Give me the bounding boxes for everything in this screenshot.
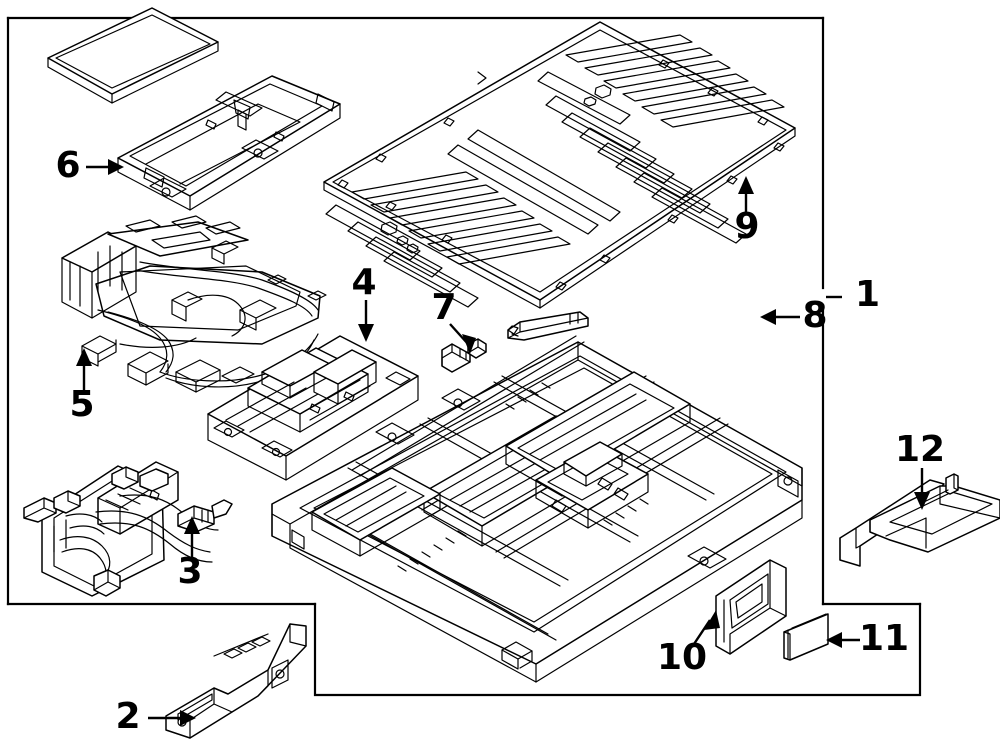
- callout-label-5: 5: [69, 384, 94, 425]
- callout-label-11: 11: [859, 618, 909, 659]
- callout-labels: 1 2 3 4 5 6 7 8 9 10 11 12: [55, 145, 945, 737]
- arrowhead-11: [826, 632, 842, 648]
- callout-label-1: 1: [855, 274, 880, 315]
- filter-element: [783, 613, 829, 661]
- callout-label-8: 8: [802, 295, 827, 336]
- battery-wire-harness: [61, 215, 327, 393]
- callout-label-4: 4: [351, 262, 376, 303]
- callout-label-12: 12: [895, 429, 945, 470]
- callout-label-9: 9: [734, 206, 759, 247]
- arrowhead-6: [108, 159, 124, 175]
- ribbed-top-cover: [323, 21, 796, 309]
- frame-lower-box: [313, 602, 922, 697]
- arrowhead-12: [914, 492, 930, 510]
- sensor-unit: [507, 311, 589, 341]
- callout-label-7: 7: [431, 287, 456, 328]
- callout-label-10: 10: [657, 637, 707, 678]
- callout-label-3: 3: [177, 551, 202, 592]
- junction-block-module: [207, 335, 419, 481]
- insulator-sheet: [47, 7, 219, 104]
- coolant-hose-pipe-assembly: [23, 461, 233, 597]
- callout-leaders: [76, 159, 930, 726]
- arrowhead-3: [184, 516, 200, 534]
- leader-10: [693, 619, 711, 645]
- air-duct-inlet-frame: [715, 559, 787, 655]
- callout-label-6: 6: [55, 145, 80, 186]
- service-plug-connector: [441, 338, 487, 373]
- battery-control-module: [117, 75, 341, 211]
- battery-tray-frame: [271, 335, 803, 683]
- frame-lines: [6, 16, 922, 697]
- arrowhead-9: [738, 176, 754, 194]
- arrowhead-5: [76, 348, 92, 366]
- arrowhead-8: [760, 309, 776, 325]
- mounting-bracket-rail: [839, 473, 1000, 567]
- arrowhead-10: [704, 610, 720, 630]
- arrowhead-7: [462, 334, 476, 354]
- callout-label-2: 2: [115, 696, 140, 737]
- arrowhead-2: [180, 710, 196, 726]
- arrowhead-4: [358, 324, 374, 342]
